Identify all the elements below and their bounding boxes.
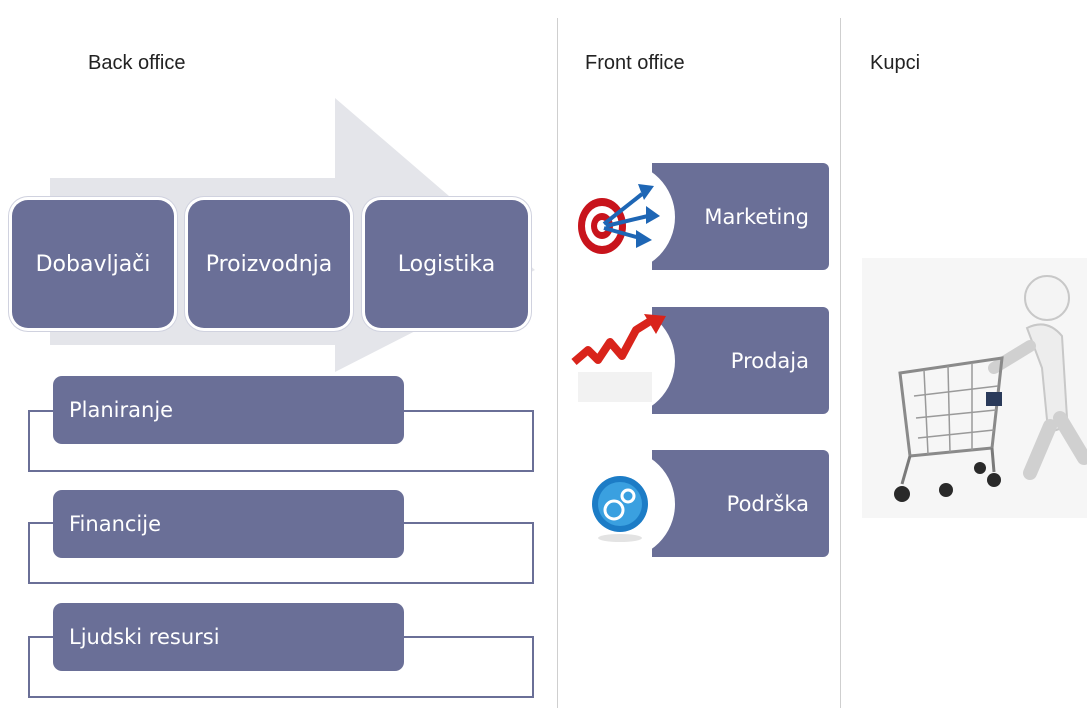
rising-chart-arrow-icon [570,312,670,412]
divider-back-front [557,18,558,708]
front-tab-marketing: Marketing [652,163,829,270]
divider-front-customers [840,18,841,708]
figure-pushing-shopping-cart-icon [862,258,1087,518]
support-bar-ljudski-resursi: Ljudski resursi [53,603,404,671]
front-tab-podrska: Podrška [652,450,829,557]
support-bar-financije: Financije [53,490,404,558]
chain-box-proizvodnja: Proizvodnja [188,200,350,328]
target-with-darts-icon [572,168,667,263]
front-tab-prodaja: Prodaja [652,307,829,414]
support-bar-planiranje: Planiranje [53,376,404,444]
chain-box-logistika: Logistika [365,200,528,328]
chain-box-dobavljaci: Dobavljači [12,200,174,328]
gears-globe-icon [580,460,670,550]
customers-title: Kupci [870,52,921,74]
front-office-title: Front office [585,52,685,74]
back-office-title: Back office [88,52,186,74]
